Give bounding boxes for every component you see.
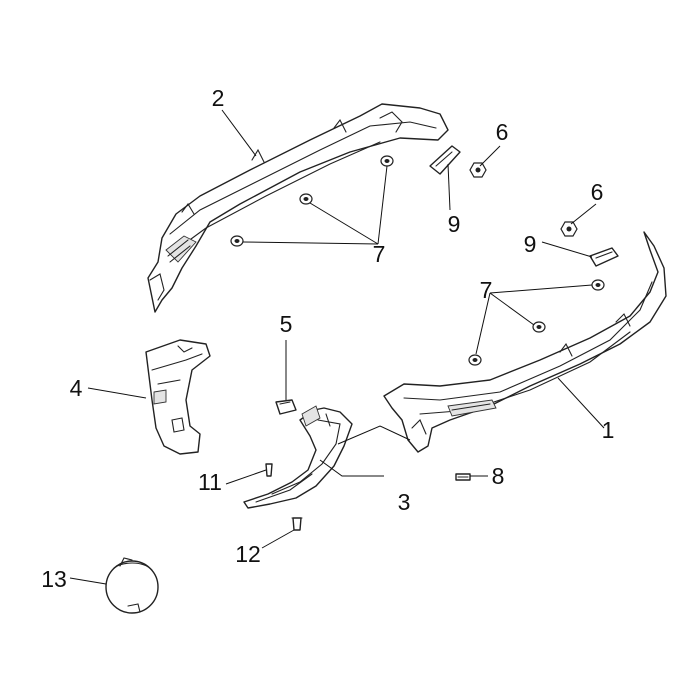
- part-7-grommets-upper: [230, 155, 394, 247]
- part-9-bracket-lower: [589, 247, 619, 267]
- part-13-round-cap: [105, 557, 159, 614]
- part-3-inner-panel: [243, 405, 353, 509]
- callout-8: 8: [492, 463, 505, 489]
- part-6-nut-upper: [469, 162, 487, 178]
- callout-7a: 7: [373, 241, 386, 267]
- callout-12: 12: [235, 541, 261, 567]
- part-1-lower-side-panel: [383, 231, 667, 453]
- part-7-grommets-lower: [468, 279, 605, 366]
- part-4-inner-cover: [145, 339, 211, 455]
- part-8-screw: [455, 473, 471, 481]
- callout-4: 4: [70, 375, 83, 401]
- callout-9b: 9: [524, 231, 537, 257]
- callout-3: 3: [398, 489, 411, 515]
- part-9-bracket-upper: [429, 145, 461, 175]
- part-2-upper-side-panel: [147, 103, 449, 313]
- callout-2: 2: [212, 85, 225, 111]
- callout-13: 13: [41, 566, 67, 592]
- callout-7b: 7: [480, 277, 493, 303]
- part-12-screw: [291, 517, 303, 531]
- callout-9a: 9: [448, 211, 461, 237]
- callout-11: 11: [198, 469, 222, 495]
- callout-1: 1: [602, 417, 615, 443]
- callout-5: 5: [280, 311, 293, 337]
- callout-labels: 1 2 3 4 5 6 6 7 7 8 9 9 11 12 13: [41, 85, 614, 592]
- part-5-clip: [275, 399, 297, 415]
- part-6-nut-lower: [560, 221, 578, 237]
- part-11-pin: [265, 463, 273, 477]
- callout-6b: 6: [591, 179, 604, 205]
- callout-6a: 6: [496, 119, 509, 145]
- leader-lines: [69, 109, 605, 585]
